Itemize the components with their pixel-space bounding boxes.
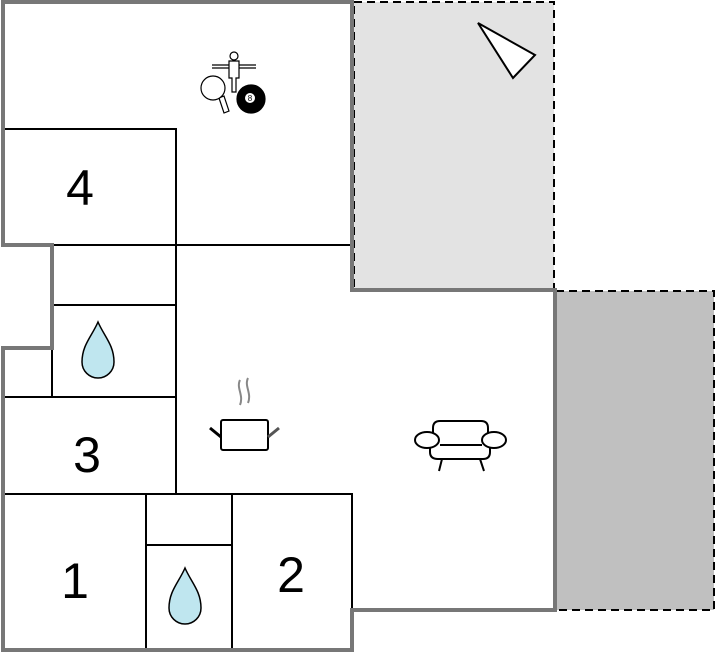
- water-drop-icon: [168, 566, 202, 625]
- room-3-label: 3: [73, 427, 101, 483]
- north-arrow-icon: [477, 22, 537, 80]
- room-1: [3, 493, 147, 651]
- billiard-ball-number: 8: [248, 94, 253, 103]
- room-1-label: 1: [61, 553, 89, 609]
- room-3: [3, 396, 177, 495]
- room-4-label: 4: [66, 160, 94, 216]
- cooking-pot-icon: [209, 377, 280, 451]
- outer-wall: [1, 0, 557, 652]
- games-icon: 8: [200, 51, 266, 114]
- room-2-label: 2: [277, 547, 305, 603]
- storage-room: [51, 244, 177, 306]
- room-4: [3, 128, 177, 246]
- bathroom-1: [51, 304, 177, 398]
- sofa-icon: [414, 420, 507, 472]
- water-drop-icon: [81, 320, 115, 379]
- terrace-right: [555, 290, 715, 611]
- terrace-upper: [353, 1, 555, 290]
